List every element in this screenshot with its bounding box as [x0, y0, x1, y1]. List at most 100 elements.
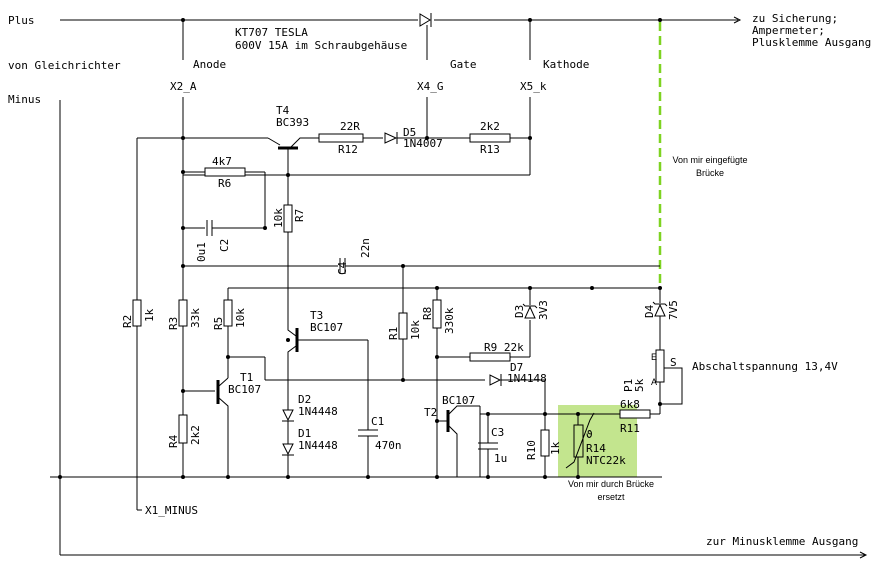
junction-dots	[58, 18, 662, 479]
label-c3-name: C3	[491, 426, 504, 439]
d1-symbol	[282, 443, 294, 456]
label-von-gleichrichter: von Gleichrichter	[8, 59, 121, 72]
label-c3-val: 1u	[494, 452, 507, 465]
label-gate: Gate	[450, 58, 477, 71]
label-c1-val: 470n	[375, 439, 402, 452]
label-r5-val: 10k	[234, 308, 247, 328]
plus-rail	[60, 16, 742, 24]
label-p1-val: 5k	[633, 378, 646, 392]
r13-body	[469, 133, 511, 143]
label-out-plus-2: Ampermeter;	[752, 24, 825, 37]
label-r14-name: R14	[586, 442, 606, 455]
label-r1-val: 10k	[409, 320, 422, 340]
label-c2-name: C2	[218, 239, 231, 252]
t3-emitter	[287, 345, 297, 410]
note-bridge-1: Von mir eingefügte	[672, 155, 747, 165]
label-r5-name: R5	[212, 317, 225, 330]
label-x1: X1_MINUS	[145, 504, 198, 517]
label-minus: Minus	[8, 93, 41, 106]
thyristor-symbol	[419, 13, 432, 52]
label-d3-val: 3V3	[537, 300, 550, 320]
label-r14-mark: ϑ	[586, 428, 593, 441]
d2-symbol	[282, 409, 294, 422]
label-x4: X4_G	[417, 80, 444, 93]
r2-body	[132, 299, 142, 327]
label-c4-val: 22n	[359, 238, 372, 258]
label-p1-name: P1	[622, 379, 635, 392]
label-d1-name: D1	[298, 427, 311, 440]
t1-collector	[218, 377, 229, 387]
label-d7-type: 1N4148	[507, 372, 547, 385]
label-d1-type: 1N4448	[298, 439, 338, 452]
label-r2-val: 1k	[143, 308, 156, 322]
label-r7-val: 10k	[272, 208, 285, 228]
label-r6-val: 4k7	[212, 155, 232, 168]
d5-symbol	[384, 132, 398, 144]
label-p1-pin-e: E	[651, 352, 657, 362]
t1-emitter	[218, 397, 229, 477]
label-out-minus: zur Minusklemme Ausgang	[706, 535, 858, 548]
t2-collector	[448, 405, 480, 415]
t4-base-lead	[289, 137, 320, 149]
r8-body	[432, 299, 442, 329]
label-out-plus-3: Plusklemme Ausgang	[752, 36, 871, 49]
note-replaced-2: ersetzt	[597, 492, 625, 502]
t2-emitter	[448, 425, 458, 477]
label-r13-val: 2k2	[480, 120, 500, 133]
label-t4-type: BC393	[276, 116, 309, 129]
r9-body	[469, 352, 511, 362]
label-r11-val: 6k8	[620, 398, 640, 411]
label-r11-name: R11	[620, 422, 640, 435]
label-d5-name: D5	[403, 126, 416, 139]
note-replaced-1: Von mir durch Brücke	[568, 479, 654, 489]
label-x2: X2_A	[170, 80, 197, 93]
r4-body	[178, 414, 188, 444]
label-t1-type: BC107	[228, 383, 261, 396]
label-r10-val: 1k	[549, 441, 562, 455]
label-r3-val: 33k	[189, 308, 202, 328]
label-t2-name: T2	[424, 406, 437, 419]
note-bridge-2: Brücke	[696, 168, 724, 178]
label-r14-type: NTC22k	[586, 454, 626, 467]
label-d4-name: D4	[643, 304, 656, 318]
t4-collector	[267, 137, 281, 146]
label-t3-name: T3	[310, 309, 323, 322]
label-r12-val: 22R	[340, 120, 360, 133]
label-r13-name: R13	[480, 143, 500, 156]
label-anode: Anode	[193, 58, 226, 71]
d7-symbol	[489, 374, 502, 386]
label-r3-name: R3	[167, 317, 180, 330]
label-r2-name: R2	[121, 315, 134, 328]
r14-ntc-symbol	[565, 412, 595, 477]
label-t3-type: BC107	[310, 321, 343, 334]
label-d2-type: 1N4448	[298, 405, 338, 418]
label-r4-name: R4	[167, 434, 180, 448]
label-c4-name: C4	[336, 261, 349, 275]
r6-body	[204, 167, 246, 177]
label-out-plus-1: zu Sicherung;	[752, 12, 838, 25]
label-plus: Plus	[8, 14, 35, 27]
t3-collector	[287, 300, 297, 337]
r11-body	[619, 409, 651, 419]
label-r1-name: R1	[387, 327, 400, 340]
label-d5-type: 1N4007	[403, 137, 443, 150]
p1-body	[655, 349, 665, 383]
label-d3-name: D3	[513, 305, 526, 318]
p1-wiper	[660, 367, 683, 405]
label-t4-name: T4	[276, 104, 290, 117]
r10-body	[540, 429, 550, 457]
label-r9: R9 22k	[484, 341, 524, 354]
label-c1-name: C1	[371, 415, 384, 428]
r12-body	[318, 133, 364, 143]
label-x5: X5_k	[520, 80, 547, 93]
label-r8-name: R8	[421, 307, 434, 320]
minus-rail	[59, 100, 868, 559]
label-kathode: Kathode	[543, 58, 589, 71]
label-t2-type: BC107	[442, 394, 475, 407]
label-thyristor-type: KT707 TESLA	[235, 26, 308, 39]
label-r8-val: 330k	[443, 307, 456, 334]
label-c2-val: 0u1	[195, 242, 208, 262]
r1-body	[398, 312, 408, 340]
